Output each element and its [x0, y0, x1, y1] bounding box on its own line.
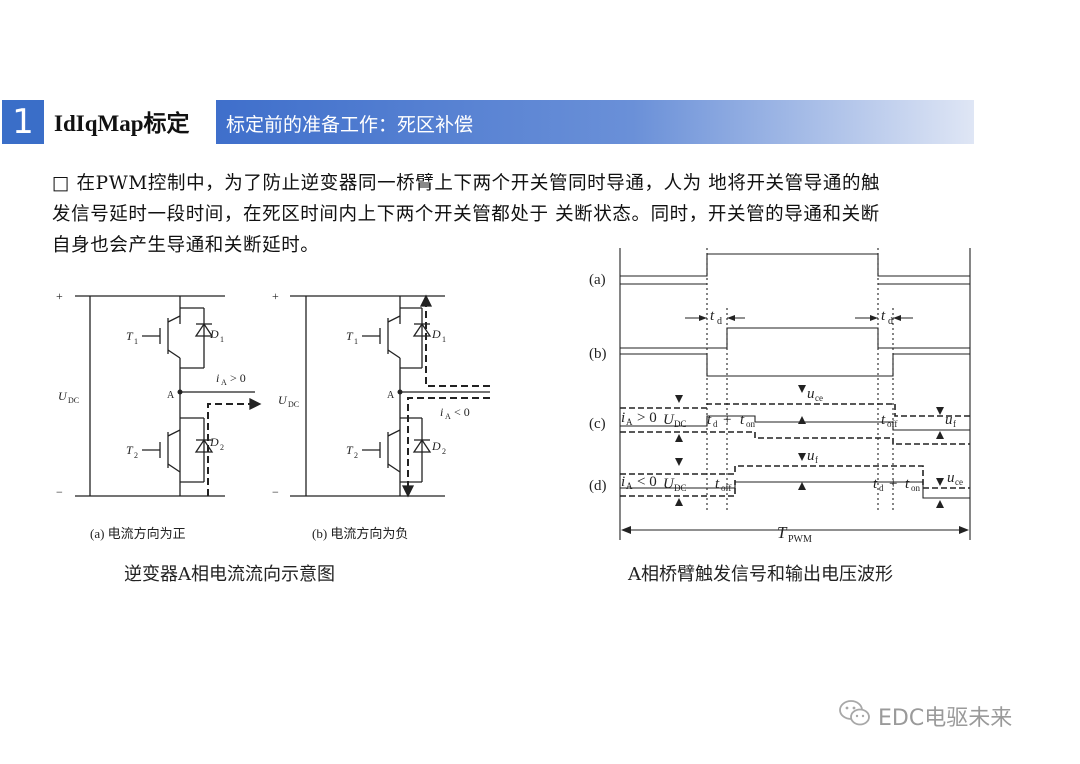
- node-b-label: A: [387, 390, 395, 401]
- section-number: 1: [2, 100, 44, 144]
- d2-a-sub: 2: [220, 443, 224, 452]
- d2-b-label: D: [431, 439, 441, 453]
- subtitle-bar: 标定前的准备工作：死区补偿: [216, 100, 974, 144]
- ia-b-rel: < 0: [454, 405, 470, 419]
- d2-a-label: D: [209, 435, 219, 449]
- watermark-text: EDC电驱未来: [878, 706, 1013, 731]
- c-ton-sub: on: [746, 419, 756, 429]
- inverter-current-diagram: + − U DC T 1 T 2 D 1 D 2 A i A > 0 + − U…: [56, 289, 490, 541]
- td-sub-2: d: [888, 316, 893, 327]
- d-uce-sub: ce: [955, 477, 963, 487]
- minus-b-label: −: [272, 485, 279, 499]
- udc-b-label: U: [278, 393, 288, 407]
- d-td-sub: d: [879, 483, 884, 493]
- udc-a-label: U: [58, 389, 68, 403]
- t1-a-label: T: [126, 329, 134, 343]
- d-plus: +: [889, 476, 897, 492]
- d-ia-label: i: [621, 474, 625, 490]
- c-toff-sub: off: [887, 419, 897, 429]
- td-label-1: t: [710, 308, 715, 324]
- c-uce-sub: ce: [815, 393, 823, 403]
- ia-b-label: i: [440, 405, 443, 419]
- d1-a-sub: 1: [220, 335, 224, 344]
- subcaption-b: (b) 电流方向为负: [312, 526, 408, 541]
- d-udc-label: U: [663, 476, 675, 492]
- page-subtitle: 标定前的准备工作：死区补偿: [226, 114, 474, 136]
- d-ia-sub: A: [626, 481, 633, 491]
- c-toff-label: t: [881, 412, 886, 428]
- row-label-b: (b): [589, 346, 607, 362]
- d-toff-label: t: [715, 476, 720, 492]
- td-sub-1: d: [717, 316, 722, 327]
- paragraph-line-2: 发信号延时一段时间，在死区时间内上下两个开关管都处于 关断状态。同时，开关管的导…: [52, 204, 880, 225]
- section-header: 1 IdIqMap标定 标定前的准备工作：死区补偿: [0, 100, 1080, 146]
- d-ia-rel: < 0: [637, 474, 657, 490]
- tpwm-sub: PWM: [788, 534, 812, 545]
- d-uce-label: u: [947, 470, 955, 486]
- c-ia-rel: > 0: [637, 410, 657, 426]
- d-uf-sub: f: [815, 455, 818, 465]
- udc-a-sub: DC: [68, 396, 79, 405]
- d-td-label: t: [873, 476, 878, 492]
- minus-a-label: −: [56, 485, 63, 499]
- row-label-d: (d): [589, 478, 607, 494]
- t1-b-label: T: [346, 329, 354, 343]
- ia-a-label: i: [216, 371, 219, 385]
- pwm-waveform-diagram: (a) (b) (c) (d) t d t d i A > 0 U DC t d…: [589, 248, 971, 545]
- c-ton-label: t: [740, 412, 745, 428]
- d-udc-sub: DC: [674, 483, 687, 493]
- ia-a-rel: > 0: [230, 371, 246, 385]
- t2-a-sub: 2: [134, 451, 138, 460]
- wechat-icon: [839, 700, 870, 726]
- c-uf-label: u: [945, 412, 953, 428]
- t2-b-label: T: [346, 443, 354, 457]
- node-a-label: A: [167, 390, 175, 401]
- d1-a-label: D: [209, 327, 219, 341]
- plus-a-label: +: [56, 289, 63, 303]
- d-ton-sub: on: [911, 483, 921, 493]
- c-ia-label: i: [621, 410, 625, 426]
- right-figure-caption: A相桥臂触发信号和输出电压波形: [628, 564, 893, 585]
- udc-b-sub: DC: [288, 400, 299, 409]
- c-uf-sub: f: [953, 419, 956, 429]
- subcaption-a: (a) 电流方向为正: [90, 526, 186, 541]
- d2-b-sub: 2: [442, 447, 446, 456]
- d1-b-sub: 1: [442, 335, 446, 344]
- t2-b-sub: 2: [354, 451, 358, 460]
- td-label-2: t: [881, 308, 886, 324]
- d1-b-label: D: [431, 327, 441, 341]
- t1-b-sub: 1: [354, 337, 358, 346]
- c-td-label: t: [707, 412, 712, 428]
- paragraph-line-1: □ 在PWM控制中，为了防止逆变器同一桥臂上下两个开关管同时导通，人为 地将开关…: [52, 173, 881, 194]
- c-udc-sub: DC: [674, 419, 687, 429]
- body-paragraph: □ 在PWM控制中，为了防止逆变器同一桥臂上下两个开关管同时导通，人为 地将开关…: [52, 168, 1032, 261]
- d-toff-sub: off: [721, 483, 731, 493]
- c-udc-label: U: [663, 412, 675, 428]
- t2-a-label: T: [126, 443, 134, 457]
- paragraph-line-3: 自身也会产生导通和关断延时。: [52, 235, 320, 256]
- row-label-a: (a): [589, 272, 606, 288]
- ia-b-sub: A: [445, 412, 451, 421]
- page-title: IdIqMap标定: [54, 111, 190, 136]
- d-uf-label: u: [807, 448, 815, 464]
- plus-b-label: +: [272, 289, 279, 303]
- c-td-sub: d: [713, 419, 718, 429]
- tpwm-label: T: [777, 523, 788, 542]
- c-plus: +: [723, 412, 731, 428]
- row-label-c: (c): [589, 416, 606, 432]
- left-figure-caption: 逆变器A相电流流向示意图: [124, 564, 335, 585]
- t1-a-sub: 1: [134, 337, 138, 346]
- ia-a-sub: A: [221, 378, 227, 387]
- c-uce-label: u: [807, 386, 815, 402]
- c-ia-sub: A: [626, 417, 633, 427]
- d-ton-label: t: [905, 476, 910, 492]
